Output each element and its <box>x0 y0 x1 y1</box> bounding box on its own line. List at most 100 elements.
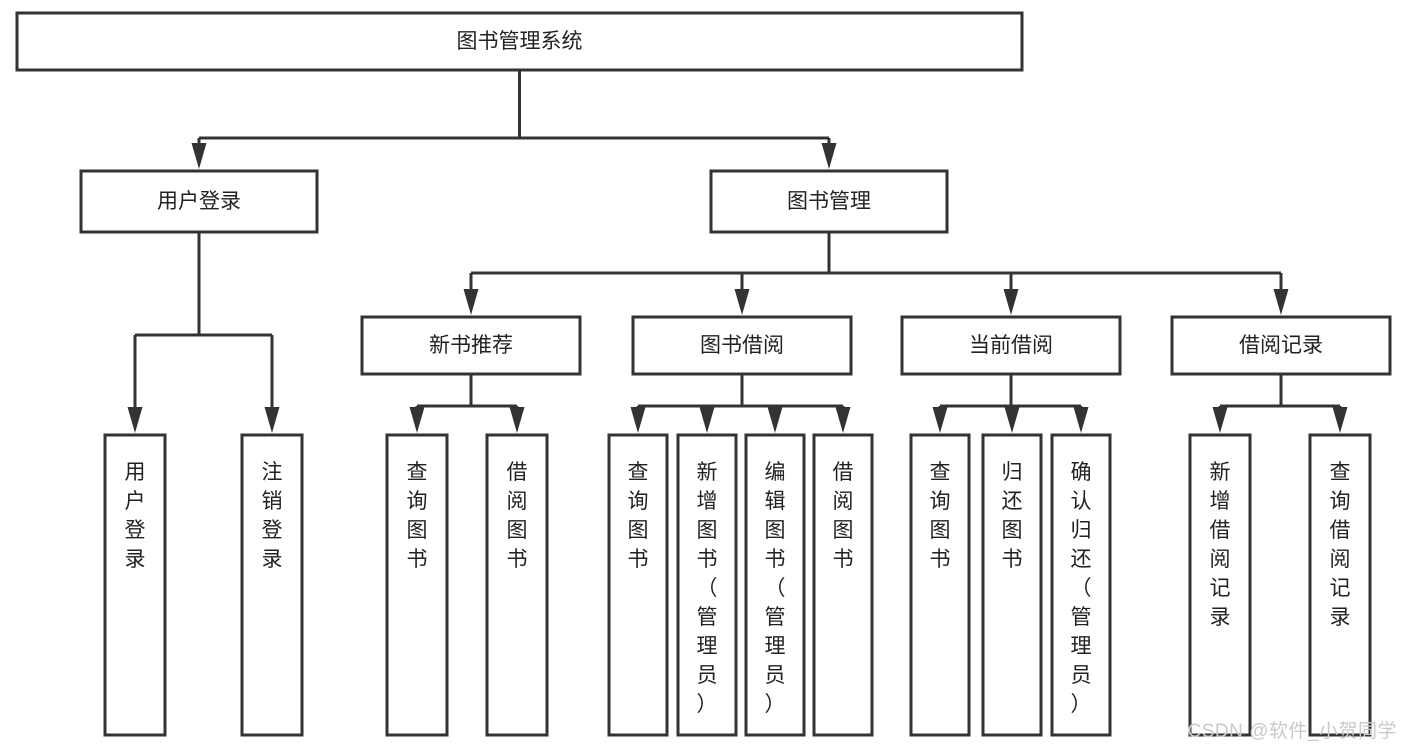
node-box <box>1170 315 1392 376</box>
arrow-head-icon <box>1004 407 1020 433</box>
node-label-char: 书 <box>1002 548 1023 571</box>
node-label-char: 辑 <box>765 490 786 513</box>
node-root[interactable]: 图书管理系统 <box>15 11 1024 72</box>
node-label-char: 阅 <box>833 490 854 513</box>
node-label-char: 图 <box>628 519 649 542</box>
node-box <box>385 433 449 737</box>
node-label-char: 书 <box>833 548 854 571</box>
node-label-char: 书 <box>628 548 649 571</box>
node-book-manage[interactable]: 图书管理 <box>709 169 949 234</box>
node-label-char: 查 <box>930 461 951 484</box>
node-label-char: 确 <box>1071 461 1092 484</box>
node-label-char: 书 <box>407 548 428 571</box>
node-label-char: 借 <box>1330 519 1351 542</box>
node-label-char: 记 <box>1330 577 1351 600</box>
node-leaf-logout[interactable]: 注销登录注销登录 <box>240 433 304 737</box>
arrow-head-icon <box>409 407 425 433</box>
node-label: 借阅记录 <box>1239 334 1323 357</box>
node-label-char: 增 <box>697 490 718 513</box>
arrow-head-icon <box>932 407 948 433</box>
node-leaf-borrow-book-1[interactable]: 借阅图书借阅图书 <box>485 433 549 737</box>
node-label-char: 理 <box>765 635 786 658</box>
node-box <box>1308 433 1372 737</box>
node-label-char: 询 <box>1330 490 1351 513</box>
node-label: 当前借阅 <box>969 334 1053 357</box>
connector-layer <box>127 70 1348 433</box>
node-leaf-return-book[interactable]: 归还图书归还图书 <box>981 433 1043 737</box>
node-label-char: 图 <box>1002 519 1023 542</box>
node-leaf-query-book-3[interactable]: 查询图书查询图书 <box>909 433 971 737</box>
node-label-char: ） <box>765 693 786 716</box>
node-leaf-user-login[interactable]: 用户登录用户登录 <box>103 433 167 737</box>
node-leaf-query-record[interactable]: 查询借阅记录查询借阅记录 <box>1308 433 1372 737</box>
node-leaf-borrow-book-2[interactable]: 借阅图书借阅图书 <box>812 433 874 737</box>
node-label-char: 理 <box>1071 635 1092 658</box>
arrow-head-icon <box>821 143 837 169</box>
node-box <box>607 433 669 737</box>
node-leaf-query-book-2[interactable]: 查询图书查询图书 <box>607 433 669 737</box>
node-box <box>15 11 1024 72</box>
node-label: 图书管理系统 <box>457 30 583 53</box>
node-label-char: 借 <box>833 461 854 484</box>
node-label-char: 还 <box>1071 548 1092 571</box>
node-label-char: 员 <box>1071 664 1092 687</box>
node-label-char: 阅 <box>1210 548 1231 571</box>
arrow-head-icon <box>734 289 750 315</box>
node-label-char: ） <box>1071 693 1092 716</box>
node-leaf-query-book-1[interactable]: 查询图书查询图书 <box>385 433 449 737</box>
node-label-char: （ <box>697 577 718 600</box>
node-label-char: 询 <box>628 490 649 513</box>
node-new-book-rec[interactable]: 新书推荐 <box>360 315 582 376</box>
arrow-head-icon <box>1332 407 1348 433</box>
node-label-char: ） <box>697 693 718 716</box>
node-label-char: 登 <box>125 519 146 542</box>
node-box <box>1188 433 1252 737</box>
node-label-char: 新 <box>1210 461 1231 484</box>
node-current-borrow[interactable]: 当前借阅 <box>900 315 1122 376</box>
node-label-char: 用 <box>125 461 146 484</box>
node-label-char: 归 <box>1002 461 1023 484</box>
node-label-char: 查 <box>407 461 428 484</box>
node-borrow-record[interactable]: 借阅记录 <box>1170 315 1392 376</box>
node-box <box>360 315 582 376</box>
node-label-char: 记 <box>1210 577 1231 600</box>
node-label-char: 归 <box>1071 519 1092 542</box>
node-label-char: 查 <box>628 461 649 484</box>
arrow-head-icon <box>630 407 646 433</box>
node-box <box>485 433 549 737</box>
node-book-borrow[interactable]: 图书借阅 <box>631 315 853 376</box>
node-label-char: 还 <box>1002 490 1023 513</box>
node-layer: 图书管理系统用户登录图书管理新书推荐图书借阅当前借阅借阅记录用户登录用户登录注销… <box>15 11 1392 737</box>
node-box <box>1050 433 1112 737</box>
arrow-head-icon <box>191 143 207 169</box>
node-box <box>909 433 971 737</box>
node-label-char: 员 <box>697 664 718 687</box>
node-box <box>103 433 167 737</box>
arrow-head-icon <box>1003 289 1019 315</box>
node-box <box>631 315 853 376</box>
node-label-char: 录 <box>262 548 283 571</box>
node-label-char: 注 <box>262 461 283 484</box>
node-label: 新书推荐 <box>429 334 513 357</box>
node-label-char: 理 <box>697 635 718 658</box>
node-label-char: 询 <box>930 490 951 513</box>
node-user-login[interactable]: 用户登录 <box>79 169 319 234</box>
arrow-head-icon <box>127 407 143 433</box>
node-label-char: 询 <box>407 490 428 513</box>
node-label-char: 图 <box>833 519 854 542</box>
node-label-char: 户 <box>125 490 146 513</box>
node-label-char: 查 <box>1330 461 1351 484</box>
node-label-char: 管 <box>697 606 718 629</box>
node-label-char: 管 <box>765 606 786 629</box>
node-label-char: 借 <box>507 461 528 484</box>
node-label-char: 录 <box>1210 606 1231 629</box>
arrow-head-icon <box>509 407 525 433</box>
node-leaf-add-record[interactable]: 新增借阅记录新增借阅记录 <box>1188 433 1252 737</box>
node-box <box>744 433 806 737</box>
node-label-char: 阅 <box>1330 548 1351 571</box>
node-label-char: 增 <box>1210 490 1231 513</box>
node-label: 用户登录 <box>157 190 241 213</box>
